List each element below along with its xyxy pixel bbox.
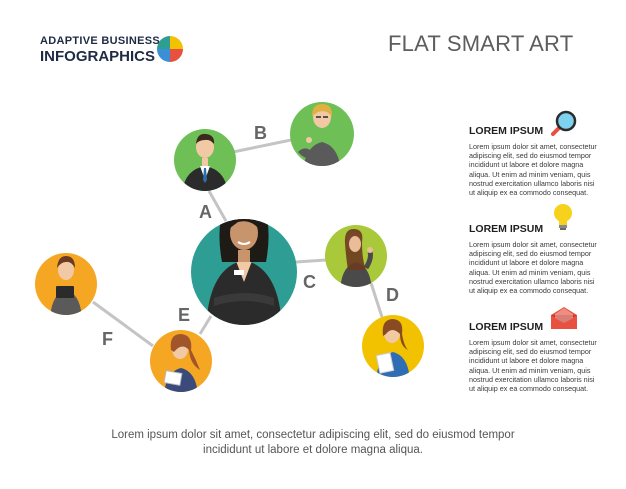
connector-lines — [92, 138, 384, 348]
businesswoman-center-avatar-icon — [206, 219, 282, 325]
node-f-circle — [35, 253, 97, 315]
envelope-icon — [551, 307, 577, 329]
node-d — [362, 315, 424, 377]
info-block-3: LOREM IPSUM Lorem ipsum dolor sit amet, … — [469, 321, 599, 393]
node-a-letter: A — [199, 202, 212, 222]
info-block-1-text: Lorem ipsum dolor sit amet, consectetur … — [469, 142, 597, 198]
node-a — [174, 129, 236, 191]
info-block-2-text: Lorem ipsum dolor sit amet, consectetur … — [469, 240, 597, 296]
caption-text: Lorem ipsum dolor sit amet, consectetur … — [111, 429, 515, 456]
connector-f-e — [92, 300, 154, 348]
brand: ADAPTIVE BUSINESS INFOGRAPHICS — [40, 35, 160, 65]
businesswoman-glasses-avatar-icon — [298, 104, 341, 166]
connector-center-e — [198, 315, 213, 335]
brand-line-1: ADAPTIVE BUSINESS — [40, 35, 161, 47]
info-block-3-heading: LOREM IPSUM — [469, 321, 544, 333]
node-b-letter: B — [254, 123, 267, 143]
woman-talking-avatar-icon — [340, 228, 373, 287]
node-c — [325, 225, 387, 287]
node-b — [290, 102, 354, 166]
woman-with-tablet-avatar-icon — [50, 256, 82, 315]
node-f — [35, 253, 97, 315]
node-e — [150, 330, 212, 392]
businessman-avatar-icon — [182, 133, 228, 191]
connector-a-center — [207, 190, 228, 222]
connector-a-b — [232, 138, 292, 154]
node-c-letter: C — [303, 272, 316, 292]
woman-with-folder-avatar-icon — [375, 319, 410, 377]
info-block-2: LOREM IPSUM Lorem ipsum dolor sit amet, … — [469, 223, 599, 295]
node-d-letter: D — [386, 285, 399, 305]
info-block-2-heading: LOREM IPSUM — [469, 223, 544, 235]
center-node — [191, 219, 297, 325]
page-title: FLAT SMART ART — [388, 31, 574, 56]
pie-logo-icon — [157, 36, 183, 62]
magnifier-icon — [551, 110, 577, 136]
node-f-letter: F — [102, 329, 113, 349]
node-e-letter: E — [178, 305, 190, 325]
lightbulb-icon — [554, 204, 572, 230]
info-block-3-text: Lorem ipsum dolor sit amet, consectetur … — [469, 338, 597, 394]
connector-center-c — [295, 258, 327, 264]
brand-line-2: INFOGRAPHICS — [40, 48, 156, 65]
info-block-1: LOREM IPSUM Lorem ipsum dolor sit amet, … — [469, 125, 599, 197]
info-block-1-heading: LOREM IPSUM — [469, 125, 544, 137]
connector-c-d — [369, 282, 384, 318]
woman-with-notebook-avatar-icon — [163, 334, 200, 392]
